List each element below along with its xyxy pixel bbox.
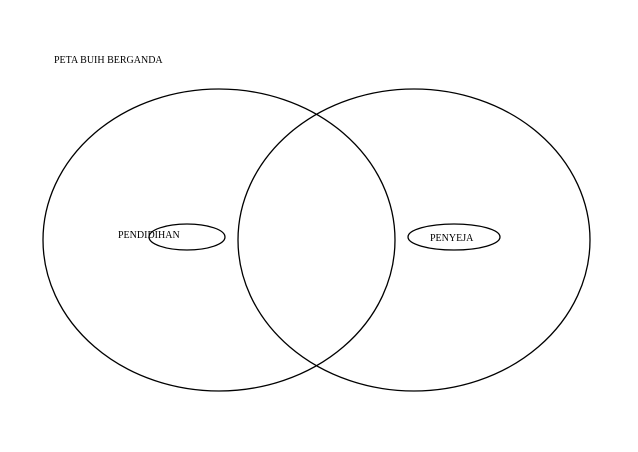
right-small-bubble [407,223,501,251]
right-large-circle [237,88,591,392]
left-large-circle [42,88,396,392]
right-label: PENYEJA [430,233,474,244]
diagram-title: PETA BUIH BERGANDA [54,55,163,66]
left-small-bubble [148,223,226,251]
left-label: PENDIDIHAN [118,230,180,241]
